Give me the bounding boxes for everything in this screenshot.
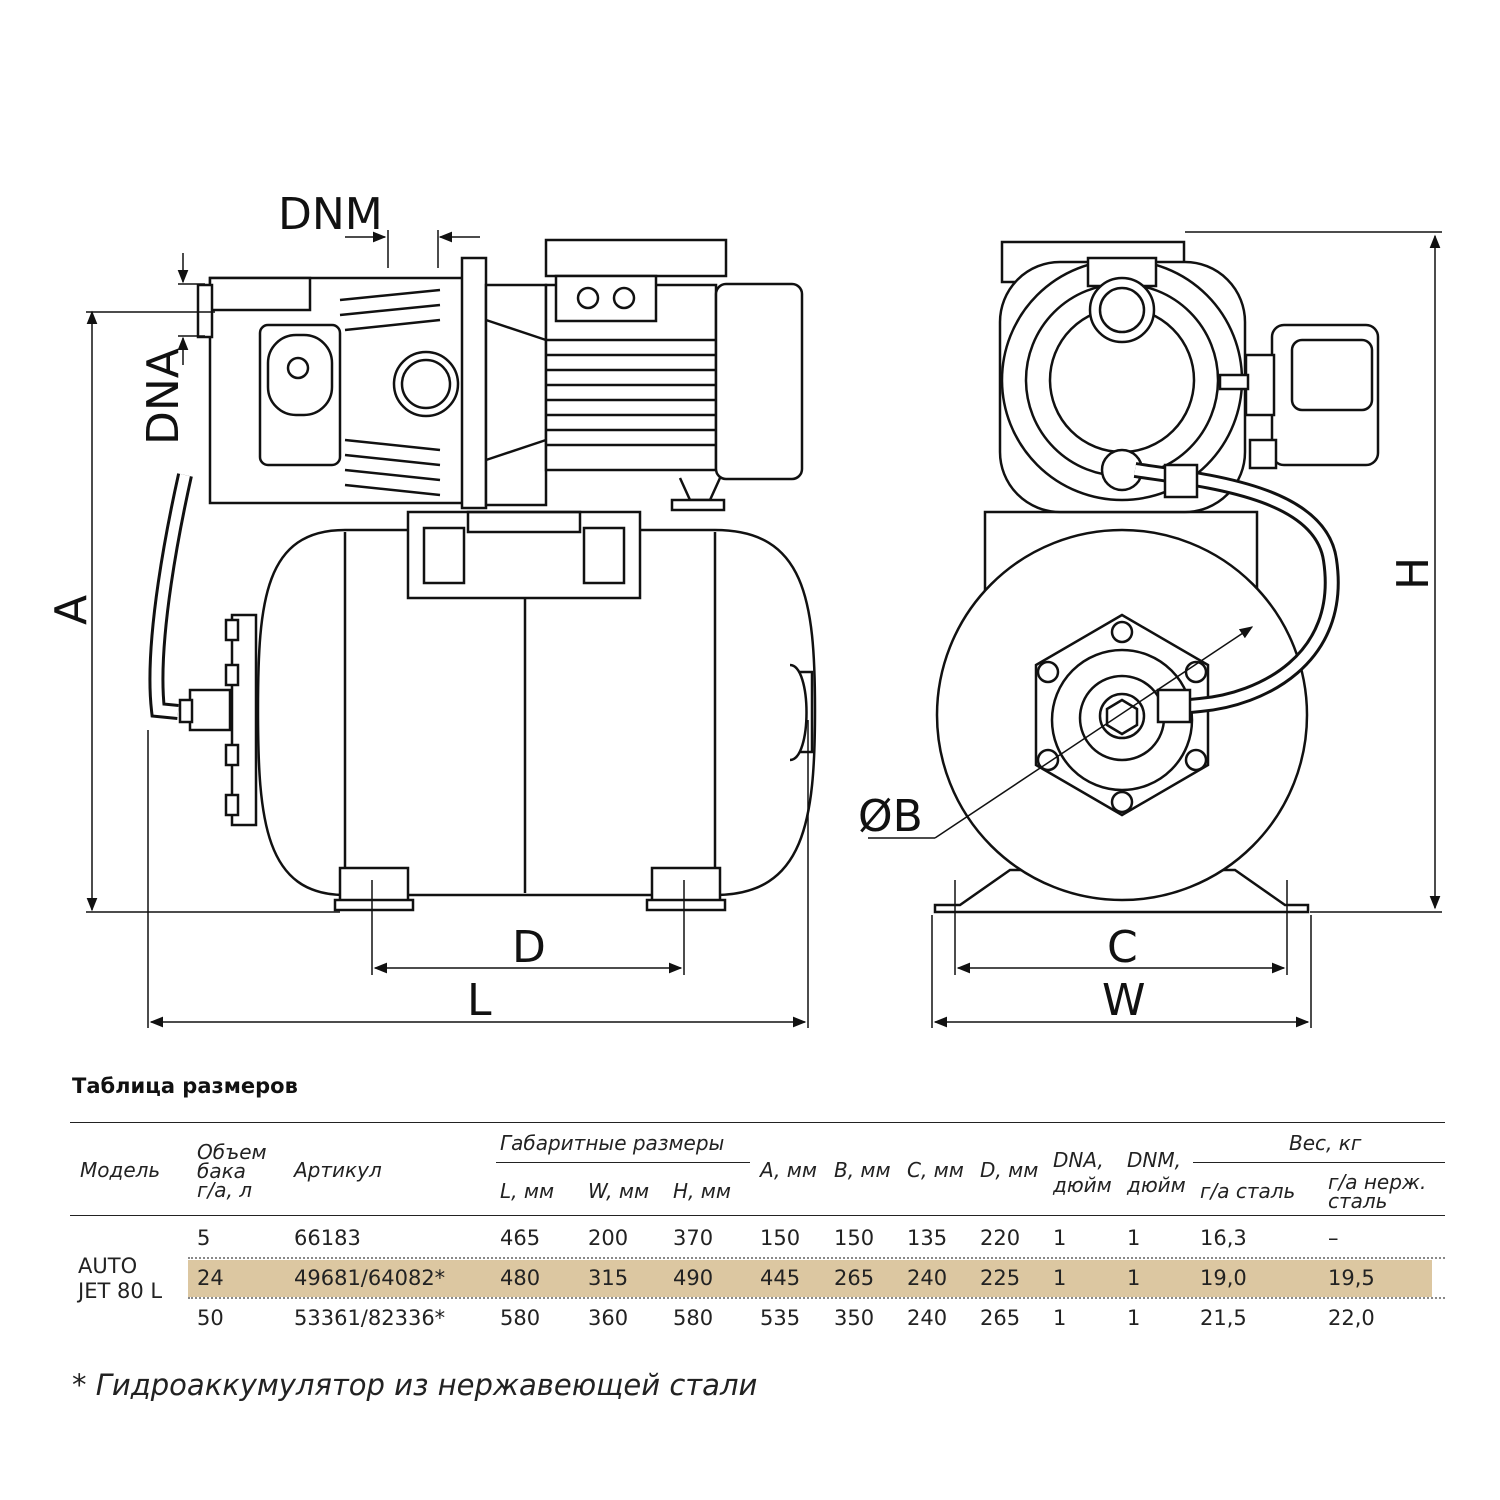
hd-tank-2: бака xyxy=(197,1159,246,1183)
dna-label: DNA xyxy=(138,348,189,445)
dnm-label: DNM xyxy=(278,189,383,240)
cell-l: 465 xyxy=(500,1226,541,1250)
cell-a: 150 xyxy=(760,1226,801,1250)
cell-tank: 50 xyxy=(197,1306,224,1330)
cell-d: 220 xyxy=(980,1226,1021,1250)
cell-dnm: 1 xyxy=(1127,1306,1141,1330)
cell-d: 225 xyxy=(980,1266,1021,1290)
cell-weight-steel: 19,0 xyxy=(1200,1266,1247,1290)
hd-model: Модель xyxy=(80,1158,161,1182)
front-dimensions xyxy=(868,231,1442,1028)
h-label: H xyxy=(1388,557,1439,590)
c-label: C xyxy=(1107,922,1138,973)
table-title: Таблица размеров xyxy=(72,1074,298,1098)
w-label: W xyxy=(1102,975,1146,1026)
hd-dna-1: DNA, xyxy=(1053,1148,1104,1172)
hd-dnm-1: DNM, xyxy=(1127,1148,1181,1172)
hd-dnm-2: дюйм xyxy=(1127,1173,1186,1197)
cell-a: 535 xyxy=(760,1306,801,1330)
cell-article: 53361/82336* xyxy=(294,1306,446,1330)
cell-article: 49681/64082* xyxy=(294,1266,446,1290)
footnote: * Гидроаккумулятор из нержавеющей стали xyxy=(72,1368,758,1402)
row-divider xyxy=(188,1257,1445,1259)
side-view xyxy=(148,238,817,912)
cell-dnm: 1 xyxy=(1127,1226,1141,1250)
cell-a: 445 xyxy=(760,1266,801,1290)
table-rule-top xyxy=(70,1122,1445,1123)
cell-dnm: 1 xyxy=(1127,1266,1141,1290)
cell-d: 265 xyxy=(980,1306,1021,1330)
hd-w: W, мм xyxy=(588,1179,650,1203)
cell-h: 580 xyxy=(673,1306,714,1330)
cell-weight-stainless: 19,5 xyxy=(1328,1266,1375,1290)
row-highlight xyxy=(188,1260,1432,1297)
l-label: L xyxy=(467,975,492,1026)
cell-b: 350 xyxy=(834,1306,875,1330)
hd-dna-2: дюйм xyxy=(1053,1173,1112,1197)
hd-d: D, мм xyxy=(980,1158,1039,1182)
cell-w: 315 xyxy=(588,1266,629,1290)
d-label: D xyxy=(512,922,546,973)
cell-dna: 1 xyxy=(1053,1266,1067,1290)
hd-weight: Вес, кг xyxy=(1289,1131,1362,1155)
a-label: A xyxy=(46,595,97,625)
table-rule-header xyxy=(70,1215,1445,1216)
hd-weight-stainless-2: сталь xyxy=(1328,1189,1388,1213)
cell-l: 580 xyxy=(500,1306,541,1330)
hd-a: A, мм xyxy=(760,1158,817,1182)
cell-dna: 1 xyxy=(1053,1306,1067,1330)
model-name-1: AUTO xyxy=(78,1254,138,1278)
cell-weight-stainless: 22,0 xyxy=(1328,1306,1375,1330)
hd-weight-stainless-1: г/а нерж. xyxy=(1328,1170,1427,1194)
model-name-2: JET 80 L xyxy=(78,1279,163,1303)
pump-technical-drawing: DNM DNA A D L xyxy=(46,189,1442,1028)
cell-dna: 1 xyxy=(1053,1226,1067,1250)
side-dimensions xyxy=(86,230,809,1028)
cell-tank: 5 xyxy=(197,1226,211,1250)
cell-c: 135 xyxy=(907,1226,948,1250)
cell-weight-steel: 16,3 xyxy=(1200,1226,1247,1250)
cell-l: 480 xyxy=(500,1266,541,1290)
hd-b: B, мм xyxy=(834,1158,891,1182)
cell-c: 240 xyxy=(907,1306,948,1330)
cell-weight-steel: 21,5 xyxy=(1200,1306,1247,1330)
hd-weight-rule xyxy=(1193,1162,1445,1163)
hd-article: Артикул xyxy=(294,1158,382,1182)
hd-l: L, мм xyxy=(500,1179,555,1203)
cell-h: 370 xyxy=(673,1226,714,1250)
hd-overall: Габаритные размеры xyxy=(500,1131,725,1155)
cell-weight-stainless: – xyxy=(1328,1226,1339,1250)
cell-w: 200 xyxy=(588,1226,629,1250)
cell-h: 490 xyxy=(673,1266,714,1290)
hd-weight-steel: г/а сталь xyxy=(1200,1179,1296,1203)
hd-h: H, мм xyxy=(673,1179,731,1203)
cell-b: 265 xyxy=(834,1266,875,1290)
cell-article: 66183 xyxy=(294,1226,361,1250)
hd-tank-1: Объем xyxy=(197,1140,267,1164)
front-view xyxy=(933,240,1380,914)
hd-tank-3: г/а, л xyxy=(197,1178,252,1202)
hd-overall-rule xyxy=(496,1162,750,1163)
cell-c: 240 xyxy=(907,1266,948,1290)
b-label: ØB xyxy=(858,791,923,842)
cell-tank: 24 xyxy=(197,1266,224,1290)
cell-b: 150 xyxy=(834,1226,875,1250)
hd-c: C, мм xyxy=(907,1158,964,1182)
row-divider xyxy=(188,1297,1445,1299)
cell-w: 360 xyxy=(588,1306,629,1330)
